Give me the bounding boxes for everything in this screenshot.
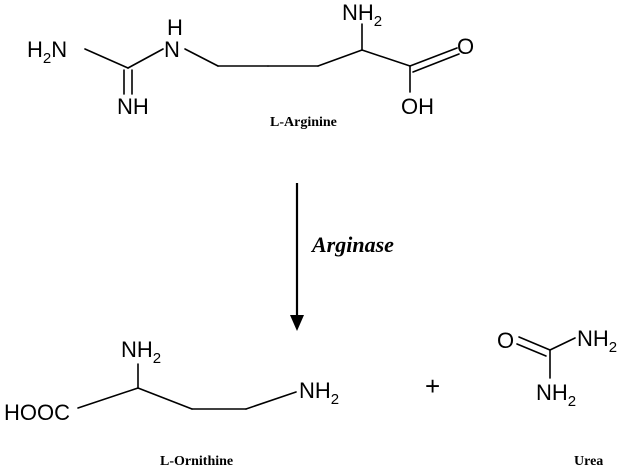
urea-oxygen-label: O [497,328,514,353]
urea-structure: O NH2 NH2 Urea [497,326,617,468]
hydroxyl-label: OH [401,94,434,119]
bond [317,49,363,67]
linker-h-label: H [167,15,183,40]
guanidino-amino-label: H2N [27,37,67,67]
carbonyl-oxygen-label: O [457,34,474,59]
bond [137,387,193,410]
bond [245,391,297,410]
l-ornithine-name: L-Ornithine [160,454,233,468]
alpha-amino-label: NH2 [342,0,382,30]
plus-sign: + [425,371,440,401]
l-ornithine-structure: HOOC NH2 NH2 L-Ornithine [4,337,339,468]
urea-amino-1-label: NH2 [577,326,617,356]
l-arginine-name: L-Arginine [270,115,337,130]
alpha-amino-label: NH2 [121,337,161,367]
bond [518,336,551,351]
imine-label: NH [117,94,149,119]
l-arginine-structure: H2N NH H N NH2 O OH L-Arginine [27,0,474,130]
bond [516,343,547,357]
bond [412,53,460,73]
bond [184,48,219,67]
carboxyl-label: HOOC [4,400,70,425]
urea-amino-2-label: NH2 [536,380,576,410]
bond [549,337,576,351]
bond [77,387,139,409]
bond [84,48,129,69]
arrow-head-icon [290,315,304,331]
linker-n-label: N [164,37,180,62]
bond [127,48,164,69]
urea-name: Urea [574,454,603,468]
bond [361,49,411,67]
enzyme-label: Arginase [310,232,394,257]
bond [409,47,458,67]
terminal-amino-label: NH2 [299,378,339,408]
reaction-arrow [290,183,304,331]
